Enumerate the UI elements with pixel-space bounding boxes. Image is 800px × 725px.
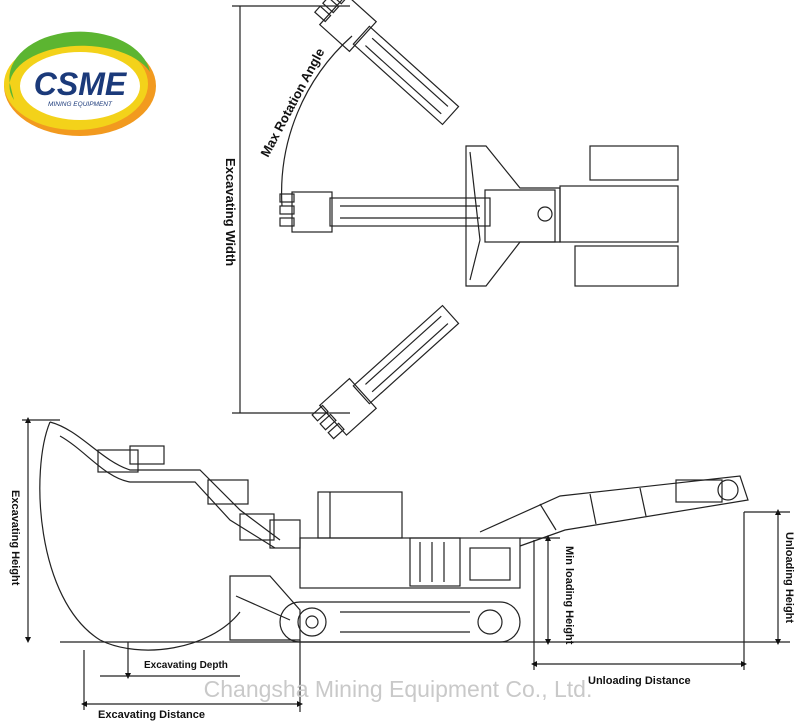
excavating-height-label: Excavating Height bbox=[9, 490, 21, 586]
unloading-height-label: Unloading Height bbox=[783, 532, 795, 623]
top-view-diagram bbox=[232, 0, 679, 440]
company-logo: CSME MINING EQUIPMENT bbox=[4, 31, 156, 136]
min-loading-height-label: Min loading Height bbox=[563, 546, 575, 645]
excavating-depth-label: Excavating Depth bbox=[144, 660, 228, 671]
max-rotation-angle-label: Max Rotation Angle bbox=[257, 46, 327, 160]
unloading-distance-label: Unloading Distance bbox=[588, 675, 691, 687]
excavating-distance-label: Excavating Distance bbox=[98, 709, 205, 721]
digging-envelope bbox=[39, 421, 241, 651]
logo-subtitle: MINING EQUIPMENT bbox=[48, 101, 113, 108]
logo-brand: CSME bbox=[34, 66, 128, 102]
excavating-width-label: Excavating Width bbox=[223, 158, 238, 266]
side-view-diagram bbox=[22, 417, 790, 712]
rotation-angle-arc bbox=[280, 35, 353, 207]
company-watermark: Changsha Mining Equipment Co., Ltd. bbox=[204, 676, 593, 702]
